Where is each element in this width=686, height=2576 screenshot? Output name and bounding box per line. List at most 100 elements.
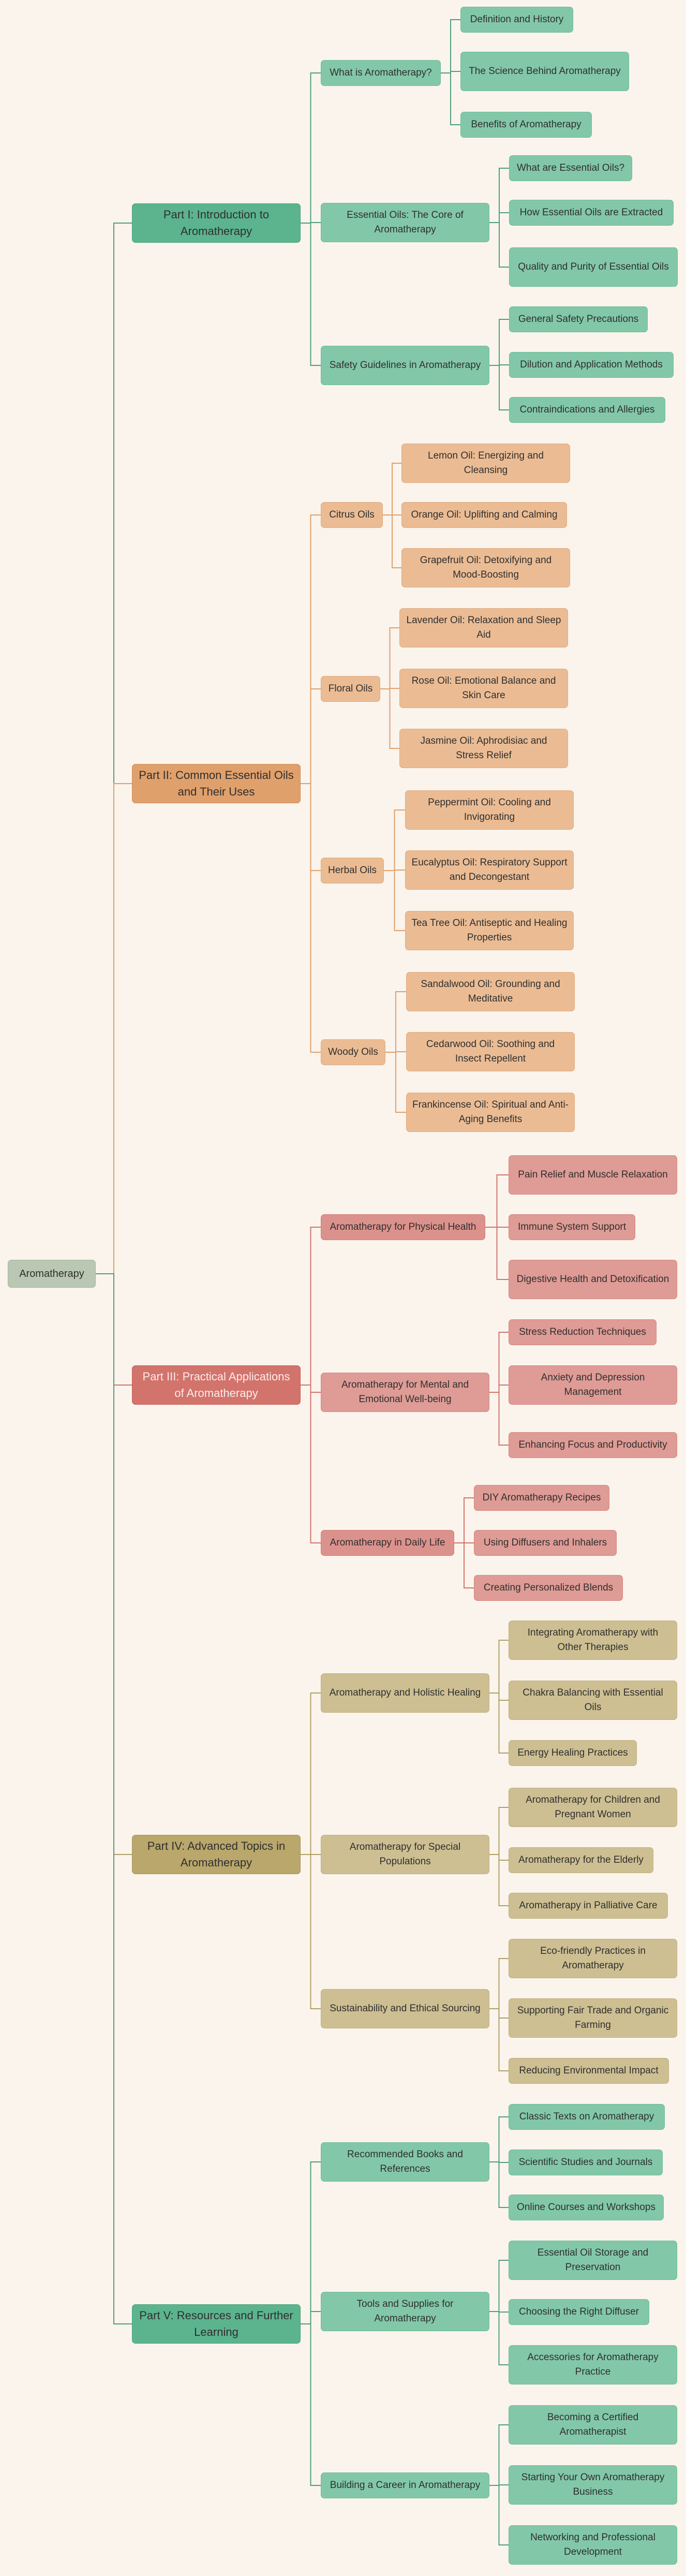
root-node[interactable]: Aromatherapy bbox=[8, 1260, 96, 1288]
part-5-section-1-item-1[interactable]: Classic Texts on Aromatherapy bbox=[509, 2104, 665, 2130]
part-5-section-1-item-2[interactable]: Scientific Studies and Journals bbox=[509, 2150, 663, 2175]
part-1-section-2-item-3[interactable]: Quality and Purity of Essential Oils bbox=[509, 247, 678, 287]
part-5-node[interactable]: Part V: Resources and Further Learning bbox=[132, 2304, 301, 2344]
part-3-section-1-item-3[interactable]: Digestive Health and Detoxification bbox=[509, 1260, 677, 1299]
part-2-section-3-item-3[interactable]: Tea Tree Oil: Antiseptic and Healing Pro… bbox=[405, 911, 574, 950]
part-2-section-4-item-2[interactable]: Cedarwood Oil: Soothing and Insect Repel… bbox=[406, 1032, 575, 1071]
part-3-node[interactable]: Part III: Practical Applications of Arom… bbox=[132, 1365, 301, 1405]
edge-part-1-section-3-item-1 bbox=[489, 319, 509, 366]
part-1-section-1-item-2[interactable]: The Science Behind Aromatherapy bbox=[460, 52, 629, 91]
part-5-section-2-item-1[interactable]: Essential Oil Storage and Preservation bbox=[509, 2241, 677, 2280]
edge-part-4-section-3-item-3 bbox=[489, 2008, 509, 2071]
part-2-section-2[interactable]: Floral Oils bbox=[321, 676, 380, 702]
part-5-section-1[interactable]: Recommended Books and References bbox=[321, 2142, 489, 2182]
part-2-section-1-item-2[interactable]: Orange Oil: Uplifting and Calming bbox=[401, 502, 567, 528]
part-3-section-2-item-2[interactable]: Anxiety and Depression Management bbox=[509, 1365, 677, 1405]
part-2-section-2-item-3[interactable]: Jasmine Oil: Aphrodisiac and Stress Reli… bbox=[399, 729, 568, 768]
part-3-section-1[interactable]: Aromatherapy for Physical Health bbox=[321, 1214, 485, 1240]
part-4-section-2-item-3[interactable]: Aromatherapy in Palliative Care bbox=[509, 1893, 668, 1919]
part-3-section-1-item-2[interactable]: Immune System Support bbox=[509, 1214, 635, 1240]
edge-part-5-section-2-item-1 bbox=[489, 2260, 509, 2312]
part-1-section-3-item-1[interactable]: General Safety Precautions bbox=[509, 306, 648, 332]
part-2-section-3[interactable]: Herbal Oils bbox=[321, 858, 384, 884]
part-2-section-1[interactable]: Citrus Oils bbox=[321, 502, 383, 528]
edge-part-3-section-2-item-2 bbox=[489, 1385, 509, 1393]
part-4-section-3[interactable]: Sustainability and Ethical Sourcing bbox=[321, 1989, 489, 2028]
part-4-node[interactable]: Part IV: Advanced Topics in Aromatherapy bbox=[132, 1835, 301, 1874]
edge-part-3-section-3-item-3 bbox=[454, 1542, 474, 1588]
part-1-section-1-item-1[interactable]: Definition and History bbox=[460, 7, 573, 33]
edge-part-5-section-1-item-3 bbox=[489, 2161, 509, 2208]
part-4-section-1-item-3[interactable]: Energy Healing Practices bbox=[509, 1740, 637, 1766]
part-4-section-2-item-2[interactable]: Aromatherapy for the Elderly bbox=[509, 1847, 653, 1873]
part-2-section-4-item-1[interactable]: Sandalwood Oil: Grounding and Meditative bbox=[406, 972, 575, 1011]
edge-part-2-section-2-item-3 bbox=[380, 688, 399, 749]
part-4-section-1[interactable]: Aromatherapy and Holistic Healing bbox=[321, 1673, 489, 1713]
edge-part-2-section-2 bbox=[301, 688, 321, 784]
part-5-section-3-item-3[interactable]: Networking and Professional Development bbox=[509, 2525, 677, 2565]
edge-part-4-section-1-item-3 bbox=[489, 1692, 509, 1754]
edge-part-2-section-4 bbox=[301, 783, 321, 1053]
edge-part-4-section-3-item-1 bbox=[489, 1958, 509, 2009]
part-5-section-3-item-2[interactable]: Starting Your Own Aromatherapy Business bbox=[509, 2465, 677, 2505]
part-2-section-3-item-2[interactable]: Eucalyptus Oil: Respiratory Support and … bbox=[405, 850, 574, 890]
part-2-section-2-item-2[interactable]: Rose Oil: Emotional Balance and Skin Car… bbox=[399, 669, 568, 708]
part-1-section-2-item-2[interactable]: How Essential Oils are Extracted bbox=[509, 200, 674, 226]
edge-part-2-section-4-item-1 bbox=[385, 991, 406, 1053]
edge-part-4-section-2-item-3 bbox=[489, 1854, 509, 1906]
part-4-section-2-item-1[interactable]: Aromatherapy for Children and Pregnant W… bbox=[509, 1788, 677, 1827]
edge-part-1-section-2-item-2 bbox=[489, 212, 509, 223]
part-3-section-3-item-1[interactable]: DIY Aromatherapy Recipes bbox=[474, 1485, 609, 1511]
part-5-section-3-item-1[interactable]: Becoming a Certified Aromatherapist bbox=[509, 2405, 677, 2445]
part-1-section-2-item-1[interactable]: What are Essential Oils? bbox=[509, 155, 632, 181]
edge-part-4-section-1-item-1 bbox=[489, 1640, 509, 1694]
part-3-section-3-item-2[interactable]: Using Diffusers and Inhalers bbox=[474, 1530, 617, 1556]
edge-part-5-section-3-item-3 bbox=[489, 2485, 509, 2545]
part-4-section-1-item-1[interactable]: Integrating Aromatherapy with Other Ther… bbox=[509, 1621, 677, 1660]
part-2-section-2-item-1[interactable]: Lavender Oil: Relaxation and Sleep Aid bbox=[399, 608, 568, 647]
part-3-section-2-item-1[interactable]: Stress Reduction Techniques bbox=[509, 1319, 657, 1345]
part-4-section-3-item-3[interactable]: Reducing Environmental Impact bbox=[509, 2058, 669, 2084]
edge-part-5-section-2 bbox=[301, 2311, 321, 2324]
edge-part-1-section-1 bbox=[301, 72, 321, 224]
edge-part-2-section-1-item-1 bbox=[383, 463, 401, 516]
edge-part-3-section-2-item-3 bbox=[489, 1392, 509, 1446]
edge-part-1-section-3 bbox=[301, 223, 321, 366]
part-4-section-3-item-2[interactable]: Supporting Fair Trade and Organic Farmin… bbox=[509, 1998, 677, 2038]
part-1-section-3[interactable]: Safety Guidelines in Aromatherapy bbox=[321, 346, 489, 385]
part-1-section-3-item-2[interactable]: Dilution and Application Methods bbox=[509, 352, 674, 378]
part-3-section-2[interactable]: Aromatherapy for Mental and Emotional We… bbox=[321, 1373, 489, 1412]
part-1-node[interactable]: Part I: Introduction to Aromatherapy bbox=[132, 203, 301, 243]
part-2-section-1-item-3[interactable]: Grapefruit Oil: Detoxifying and Mood-Boo… bbox=[401, 548, 570, 587]
edge-part-1-section-1-item-3 bbox=[441, 72, 460, 125]
part-3-section-1-item-1[interactable]: Pain Relief and Muscle Relaxation bbox=[509, 1155, 677, 1195]
part-1-section-3-item-3[interactable]: Contraindications and Allergies bbox=[509, 397, 665, 423]
part-2-section-4-item-3[interactable]: Frankincense Oil: Spiritual and Anti-Agi… bbox=[406, 1093, 575, 1132]
part-3-section-3[interactable]: Aromatherapy in Daily Life bbox=[321, 1530, 454, 1556]
part-2-section-4[interactable]: Woody Oils bbox=[321, 1039, 385, 1065]
edge-part-5-section-1 bbox=[301, 2161, 321, 2324]
part-2-node[interactable]: Part II: Common Essential Oils and Their… bbox=[132, 764, 301, 803]
part-5-section-1-item-3[interactable]: Online Courses and Workshops bbox=[509, 2195, 664, 2220]
part-5-section-3[interactable]: Building a Career in Aromatherapy bbox=[321, 2472, 489, 2498]
part-1-section-1-item-3[interactable]: Benefits of Aromatherapy bbox=[460, 112, 592, 138]
part-1-section-2[interactable]: Essential Oils: The Core of Aromatherapy bbox=[321, 203, 489, 242]
part-3-section-2-item-3[interactable]: Enhancing Focus and Productivity bbox=[509, 1432, 677, 1458]
part-5-section-2[interactable]: Tools and Supplies for Aromatherapy bbox=[321, 2292, 489, 2331]
part-4-section-1-item-2[interactable]: Chakra Balancing with Essential Oils bbox=[509, 1681, 677, 1720]
edge-part-1-section-1-item-1 bbox=[441, 19, 460, 73]
part-3-section-3-item-3[interactable]: Creating Personalized Blends bbox=[474, 1575, 623, 1601]
edge-part-5-section-2-item-3 bbox=[489, 2311, 509, 2365]
part-5-section-2-item-2[interactable]: Choosing the Right Diffuser bbox=[509, 2299, 649, 2325]
edge-part-3-section-1-item-3 bbox=[485, 1227, 509, 1280]
part-2-section-3-item-1[interactable]: Peppermint Oil: Cooling and Invigorating bbox=[405, 790, 574, 830]
part-2-section-1-item-1[interactable]: Lemon Oil: Energizing and Cleansing bbox=[401, 444, 570, 483]
part-4-section-2[interactable]: Aromatherapy for Special Populations bbox=[321, 1835, 489, 1874]
edge-part-2-section-2-item-1 bbox=[380, 627, 399, 689]
part-1-section-1[interactable]: What is Aromatherapy? bbox=[321, 60, 441, 86]
part-4-section-3-item-1[interactable]: Eco-friendly Practices in Aromatherapy bbox=[509, 1939, 677, 1978]
edge-root-part-2-node bbox=[96, 783, 132, 1274]
part-5-section-2-item-3[interactable]: Accessories for Aromatherapy Practice bbox=[509, 2345, 677, 2384]
edge-part-3-section-2-item-1 bbox=[489, 1332, 509, 1393]
edge-part-2-section-3-item-3 bbox=[384, 870, 405, 931]
